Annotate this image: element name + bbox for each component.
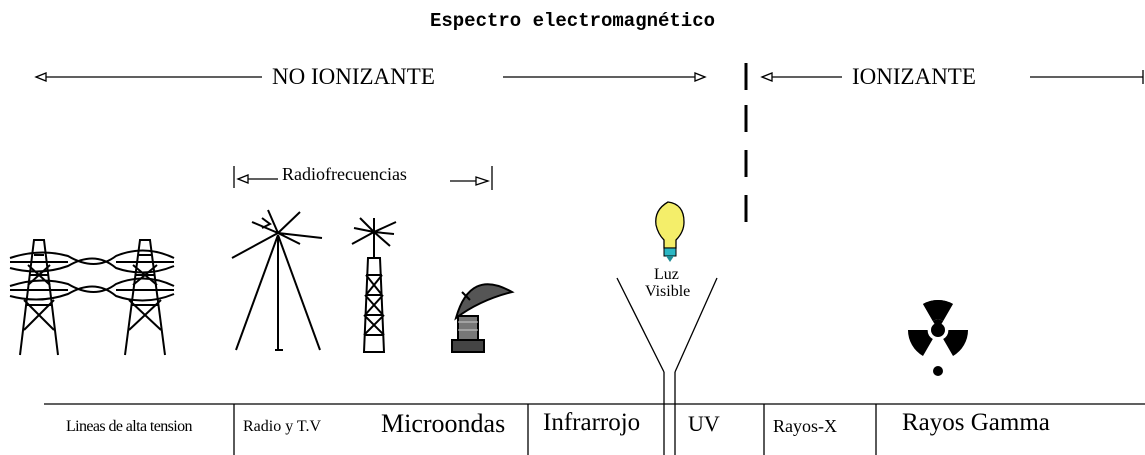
band-x-rays: Rayos-X: [773, 416, 837, 436]
non-ionizing-label: NO IONIZANTE: [272, 64, 435, 89]
radiofrequency-label: Radiofrecuencias: [282, 164, 407, 184]
visible-light-funnel: [616, 277, 718, 392]
band-dividers: [44, 392, 1145, 455]
visible-light-label-line1: Luz: [654, 266, 679, 283]
band-power-lines: Lineas de alta tension: [66, 418, 192, 435]
satellite-dish-icon: [451, 283, 515, 353]
band-radio-tv: Radio y T.V: [243, 418, 322, 435]
tv-tower-icon: [351, 217, 397, 353]
non-ionizing-arrow: [34, 72, 707, 82]
ionizing-arrow: [760, 70, 1144, 84]
radio-antenna-icon: [231, 209, 323, 351]
band-uv: UV: [688, 411, 720, 436]
diagram-title: Espectro electromagnético: [429, 10, 716, 32]
light-bulb-icon: [655, 201, 685, 262]
band-microwaves: Microondas: [381, 409, 506, 438]
band-infrared: Infrarrojo: [543, 409, 641, 436]
radiation-symbol-icon: [907, 299, 969, 376]
ionizing-label: IONIZANTE: [852, 64, 976, 89]
power-line-towers-icon: [9, 239, 175, 356]
radiofrequency-bracket: [233, 166, 493, 190]
band-gamma-rays: Rayos Gamma: [902, 409, 1050, 436]
visible-light-label-line2: Visible: [645, 283, 691, 300]
